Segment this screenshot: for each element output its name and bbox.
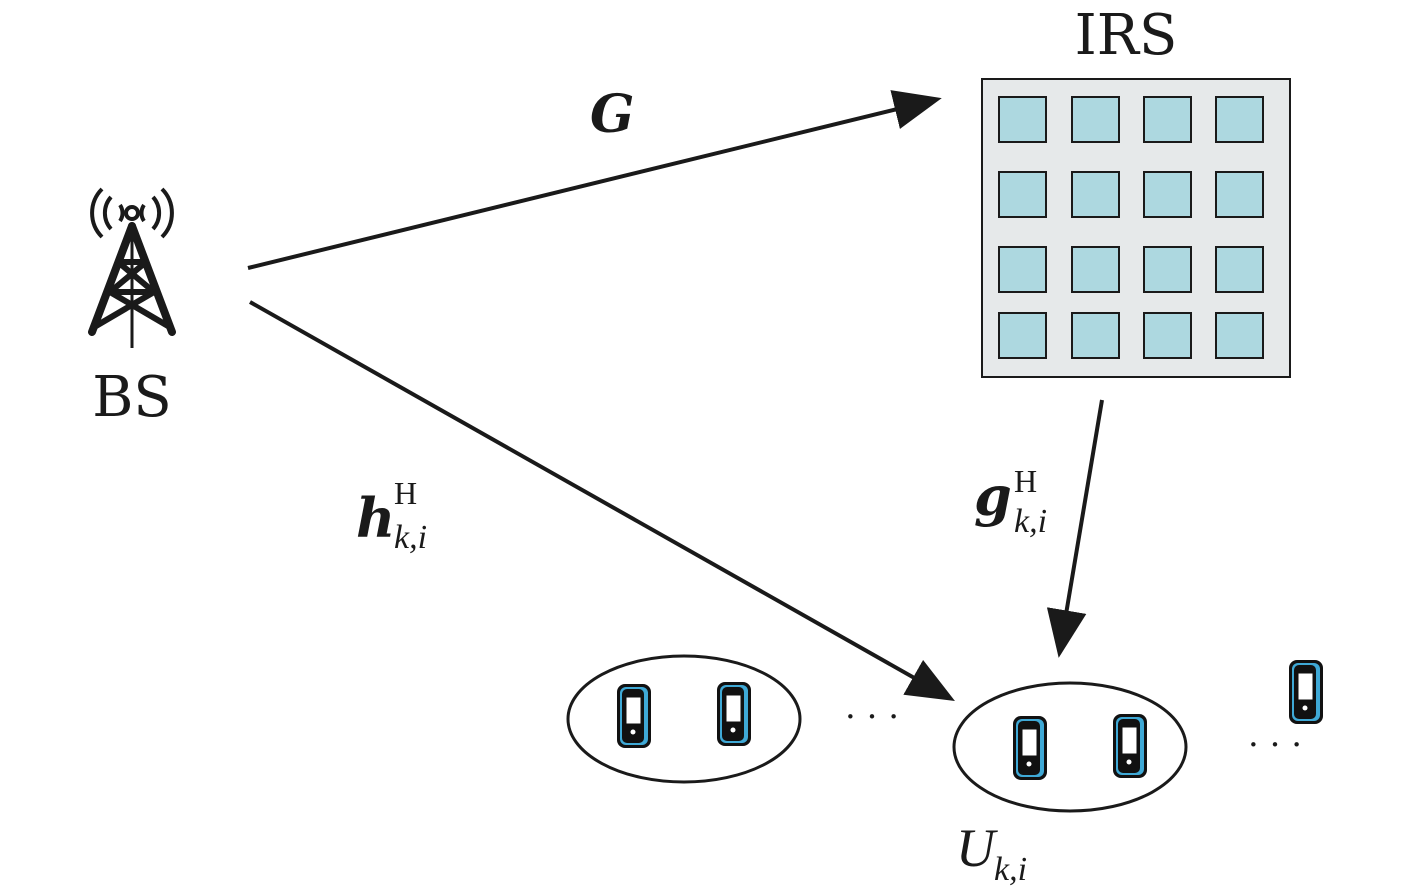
irs-element [998, 312, 1047, 359]
irs-element [1215, 96, 1264, 143]
svg-text:k,i: k,i [394, 519, 427, 556]
bs-to-user-link [249, 300, 955, 701]
irs-element [1143, 312, 1192, 359]
ellipsis-middle: · · · [845, 697, 899, 737]
mobile-phone-icon [1012, 715, 1048, 781]
svg-text:h: h [356, 486, 395, 550]
svg-text:g: g [974, 464, 1012, 528]
irs-element [1143, 96, 1192, 143]
irs-element [1215, 246, 1264, 293]
svg-text:H: H [394, 475, 417, 511]
user-cluster-left [566, 654, 802, 784]
svg-text:H: H [1014, 463, 1037, 499]
g-channel-label: G [590, 84, 634, 145]
irs-to-user-link [1046, 399, 1104, 658]
svg-text:U: U [956, 818, 998, 878]
irs-element [1071, 312, 1120, 359]
mobile-phone-icon [1112, 713, 1148, 779]
irs-element [998, 171, 1047, 218]
user-group-label: U k,i [956, 818, 1027, 888]
irs-element [1143, 246, 1192, 293]
irs-element [998, 246, 1047, 293]
h-channel-label: h H k,i [356, 475, 427, 556]
irs-element [1071, 246, 1120, 293]
irs-element [1215, 171, 1264, 218]
mobile-phone-icon [616, 683, 652, 749]
bs-label: BS [92, 365, 172, 430]
mobile-phone-icon [716, 681, 752, 747]
svg-text:k,i: k,i [1014, 503, 1047, 540]
irs-element [1071, 96, 1120, 143]
irs-element [998, 96, 1047, 143]
g-user-channel-label: g H k,i [974, 463, 1047, 540]
ellipsis-right: · · · [1248, 725, 1302, 765]
irs-element [1143, 171, 1192, 218]
bs-to-irs-link [247, 90, 942, 270]
irs-element [1215, 312, 1264, 359]
antenna-tower-icon [88, 187, 176, 348]
user-cluster-target [952, 681, 1188, 813]
svg-text:k,i: k,i [994, 851, 1027, 888]
irs-element-grid [998, 96, 1264, 359]
irs-label: IRS [1075, 3, 1178, 68]
irs-element [1071, 171, 1120, 218]
mobile-phone-icon [1288, 659, 1324, 725]
